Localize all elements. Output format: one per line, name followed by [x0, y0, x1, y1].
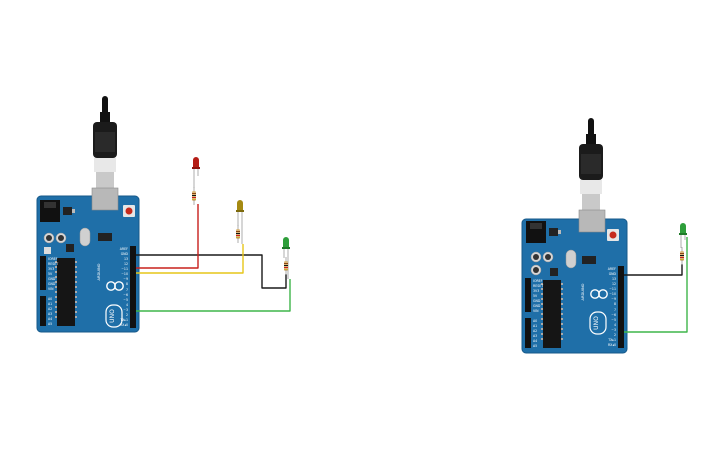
label: TX▸1	[119, 318, 128, 322]
usb-cable-1[interactable]	[93, 96, 117, 188]
label: TX▸1	[607, 338, 616, 342]
label: 3V3	[48, 267, 54, 271]
label: ~10	[121, 272, 128, 276]
power-header-1	[40, 256, 46, 290]
label: RX◂0	[120, 323, 128, 327]
label: A5	[533, 344, 537, 348]
board-1-wires[interactable]	[136, 204, 291, 312]
label: GND	[121, 252, 129, 256]
label: 5V	[533, 294, 538, 298]
led-green-2[interactable]	[679, 223, 687, 248]
wire-green-2[interactable]	[624, 237, 688, 333]
label: 7	[614, 308, 616, 312]
label: RESET	[48, 262, 58, 266]
label: A3	[48, 312, 52, 316]
label: A4	[48, 317, 52, 321]
label: GND	[48, 277, 56, 281]
label: ~6	[123, 293, 128, 297]
uno-logo-1: UNO ARDUINO	[97, 263, 124, 328]
label: A5	[48, 322, 52, 326]
logo-text-1: UNO	[109, 309, 116, 323]
label: A0	[533, 319, 537, 323]
label: ~10	[609, 292, 616, 296]
wire-red[interactable]	[136, 204, 199, 269]
brand-text-2: ARDUINO	[581, 283, 585, 300]
label: RESET	[533, 284, 543, 288]
label: ~5	[611, 318, 616, 322]
label: GND	[533, 304, 541, 308]
label: 13	[124, 257, 128, 261]
board-2-wires[interactable]	[624, 237, 688, 333]
label: A4	[533, 339, 537, 343]
label: 2	[614, 333, 616, 337]
wire-black-gnd[interactable]	[136, 254, 287, 289]
label: 13	[612, 277, 616, 281]
analog-header-1	[40, 296, 46, 326]
board-1-pin-labels: IOREF RESET 3V3 5V GND GND VIN A0 A1 A2 …	[48, 247, 129, 327]
label: 3V3	[533, 289, 539, 293]
resistor-green-2[interactable]	[679, 246, 685, 266]
resistor-yellow[interactable]	[235, 224, 241, 244]
label: ~6	[611, 313, 616, 317]
label: A2	[48, 307, 52, 311]
led-yellow[interactable]	[236, 200, 244, 244]
label: GND	[609, 272, 617, 276]
label: 12	[612, 282, 616, 286]
label: 8	[614, 302, 616, 306]
power-header-2	[525, 278, 531, 312]
label: A1	[48, 302, 52, 306]
analog-header-2	[525, 318, 531, 348]
label: A1	[533, 324, 537, 328]
wire-black-gnd-2[interactable]	[624, 264, 683, 276]
arduino-board-2[interactable]: UNO ARDUINO IOREF RESET 3V3 5V GND GND V…	[521, 118, 628, 354]
label: AREF	[608, 267, 616, 271]
label: ~9	[123, 277, 128, 281]
usb-socket-2	[578, 209, 606, 233]
board-2-pin-labels: IOREF RESET 3V3 5V GND GND VIN A0 A1 A2 …	[533, 267, 617, 348]
atmega-chip-1	[57, 258, 75, 326]
label: IOREF	[48, 257, 58, 261]
label: GND	[533, 299, 541, 303]
label: 12	[124, 262, 128, 266]
label: GND	[48, 282, 56, 286]
label: RX◂0	[608, 343, 616, 347]
wire-green[interactable]	[136, 279, 291, 312]
label: AREF	[120, 247, 128, 251]
label: ~3	[123, 308, 128, 312]
digital-header-1[interactable]	[130, 246, 136, 328]
label: ~3	[611, 328, 616, 332]
label: 5V	[48, 272, 53, 276]
label: A0	[48, 297, 52, 301]
label: 4	[126, 303, 128, 307]
label: VIN	[533, 309, 539, 313]
uno-logo-2: UNO ARDUINO	[581, 283, 608, 335]
label: A2	[533, 329, 537, 333]
label: A3	[533, 334, 537, 338]
label: IOREF	[533, 279, 543, 283]
arduino-board-1[interactable]: UNO ARDUINO IOREF RESET 3V3 5V GND GND V…	[36, 96, 140, 333]
label: ~5	[123, 298, 128, 302]
resistor-red[interactable]	[191, 186, 197, 206]
logo-text-2: UNO	[593, 316, 600, 330]
wire-yellow[interactable]	[136, 244, 244, 274]
usb-socket-1	[91, 187, 119, 211]
label: 4	[614, 323, 616, 327]
resistor-green-1[interactable]	[283, 256, 289, 276]
label: VIN	[48, 287, 54, 291]
label: 7	[126, 288, 128, 292]
label: 2	[126, 313, 128, 317]
label: ~11	[121, 267, 128, 271]
led-red[interactable]	[192, 157, 200, 188]
usb-cable-2[interactable]	[579, 118, 603, 210]
brand-text-1: ARDUINO	[97, 263, 101, 280]
label: ~11	[609, 287, 616, 291]
digital-header-2[interactable]	[618, 266, 624, 348]
label: 8	[126, 282, 128, 286]
atmega-chip-2	[543, 280, 561, 348]
label: ~9	[611, 297, 616, 301]
